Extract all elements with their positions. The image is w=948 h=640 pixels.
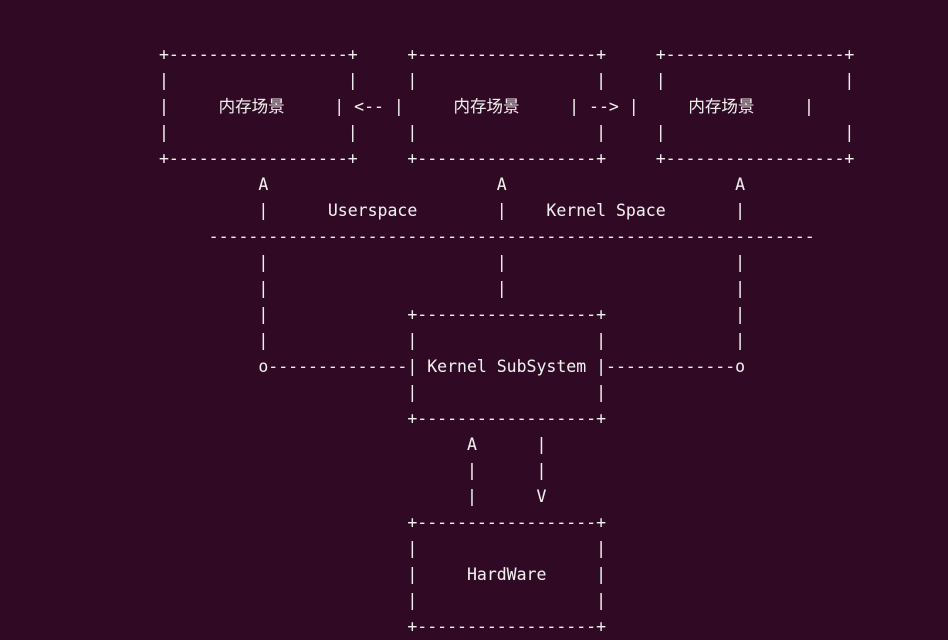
- ascii-art-diagram: +------------------+ +------------------…: [159, 45, 855, 636]
- terminal-window: +------------------+ +------------------…: [159, 45, 855, 636]
